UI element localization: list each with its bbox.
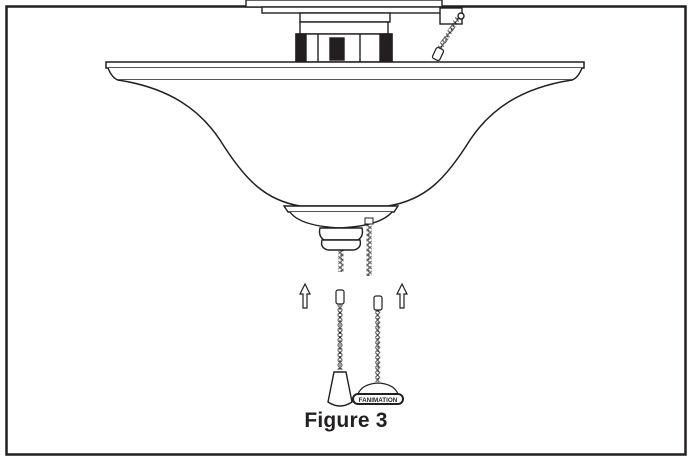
figure-caption: Figure 3 [304, 409, 388, 432]
mounting-bracket [245, 0, 465, 25]
glass-bowl [117, 79, 573, 207]
logo-fob-icon: FANIMATION [352, 382, 404, 405]
switch-housing [295, 21, 393, 63]
up-arrow-right [396, 282, 408, 309]
logo-text: FANIMATION [359, 397, 398, 404]
glass-bowl-rim [105, 61, 585, 81]
up-arrow-left [299, 282, 311, 309]
chain-stubs [338, 217, 374, 276]
pull-fob-icon [327, 371, 353, 407]
left-pull-chain [327, 289, 353, 407]
finial-cap [282, 205, 400, 251]
right-pull-chain [373, 295, 383, 382]
upper-pull-chain [431, 16, 461, 62]
